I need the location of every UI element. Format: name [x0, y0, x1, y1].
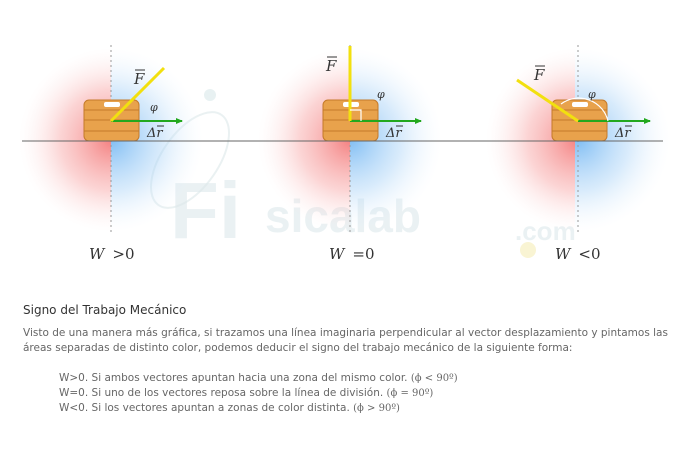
rules-list: W>0. Si ambos vectores apuntan hacia una… — [59, 371, 683, 416]
cold-zone — [350, 48, 442, 232]
warm-zone — [258, 48, 350, 232]
panel-negative: F φ Δr W<0 — [486, 45, 670, 263]
warm-zone — [19, 48, 111, 232]
force-label: F — [325, 57, 337, 75]
caption: Signo del Trabajo Mecánico Visto de una … — [23, 303, 683, 416]
angle-label: φ — [377, 88, 385, 101]
force-vector — [109, 66, 166, 123]
force-label: F — [133, 70, 145, 88]
caption-paragraph: Visto de una manera más gráfica, si traz… — [23, 327, 668, 354]
warm-zone — [486, 48, 575, 232]
panel-zero: F φ Δr W=0 — [258, 45, 442, 263]
angle-arc — [560, 97, 609, 122]
cold-zone — [575, 48, 670, 232]
force-vector — [516, 78, 579, 123]
force-label: F — [533, 66, 545, 84]
work-label-negative: W<0 — [555, 245, 601, 263]
displacement-label: Δr — [385, 126, 402, 141]
right-angle-mark — [350, 109, 362, 121]
work-label-zero: W=0 — [329, 245, 375, 263]
work-sign-diagram: Fi sicalab .com F φ Δr W>0 — [19, 45, 670, 263]
displacement-label: Δr — [146, 126, 163, 141]
angle-label: φ — [588, 88, 596, 101]
panel-positive: F φ Δr W>0 — [19, 45, 203, 263]
rule-negative: W<0. Si los vectores apuntan a zonas de … — [59, 402, 400, 414]
cold-zone — [111, 48, 203, 232]
rule-positive: W>0. Si ambos vectores apuntan hacia una… — [59, 372, 458, 384]
rule-zero: W=0. Si uno de los vectores reposa sobre… — [59, 387, 434, 399]
work-label-positive: W>0 — [89, 245, 135, 263]
displacement-label: Δr — [614, 126, 631, 141]
angle-label: φ — [150, 101, 158, 114]
caption-title: Signo del Trabajo Mecánico — [23, 303, 187, 317]
